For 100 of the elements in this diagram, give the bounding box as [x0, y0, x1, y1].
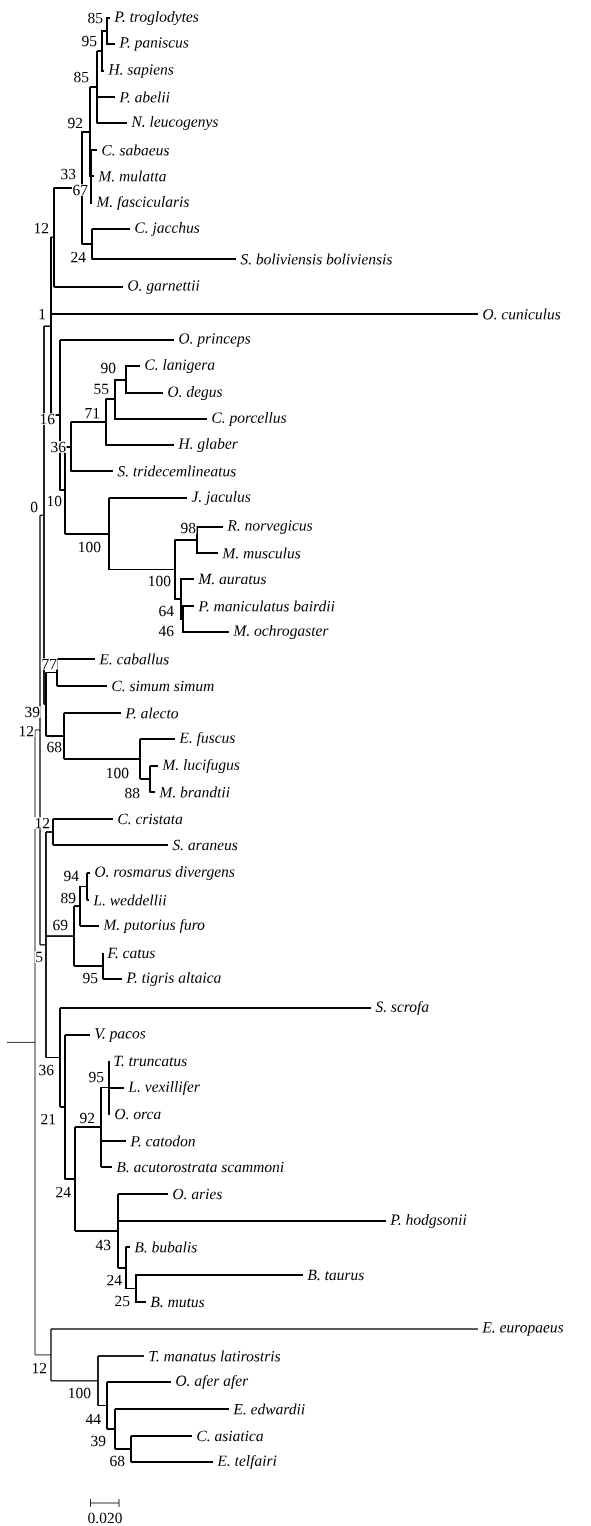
taxon-label: M. brandtii	[159, 786, 230, 798]
bootstrap-value: 95	[87, 1071, 105, 1083]
taxon-label: S. boliviensis boliviensis	[240, 253, 392, 265]
bootstrap-value: 21	[39, 1113, 57, 1125]
taxon-label: M. ochrogaster	[233, 625, 329, 640]
bootstrap-value: 12	[33, 817, 51, 829]
bootstrap-value: 67	[71, 184, 89, 196]
taxon-label: L. weddellii	[93, 894, 167, 906]
bootstrap-value: 92	[66, 117, 84, 129]
taxon-label: O. degus	[168, 386, 223, 401]
taxon-label: N. leucogenys	[131, 115, 218, 131]
taxon-label: P. catodon	[130, 1135, 195, 1147]
taxon-label: T. manatus latirostris	[149, 1350, 281, 1362]
taxon-label: C. simum simum	[112, 680, 214, 692]
taxon-label: C. cristata	[118, 813, 183, 825]
taxon-label: M. musculus	[222, 547, 301, 559]
bootstrap-value: 64	[157, 605, 175, 617]
taxon-label: E. caballus	[99, 653, 169, 665]
bootstrap-value: 94	[62, 870, 80, 882]
bootstrap-value: 77	[40, 658, 58, 670]
bootstrap-value: 39	[23, 706, 41, 718]
bootstrap-value: 85	[86, 12, 104, 24]
bootstrap-value: 24	[69, 251, 87, 263]
taxon-label: E. europaeus	[482, 1322, 564, 1336]
taxon-label: E. fuscus	[179, 731, 235, 747]
bootstrap-value: 36	[37, 1064, 55, 1076]
bootstrap-value: 100	[105, 767, 130, 779]
taxon-label: M. auratus	[198, 573, 266, 585]
taxon-label: B. taurus	[307, 1269, 364, 1281]
taxon-label: C. sabaeus	[102, 144, 169, 156]
bootstrap-value: 89	[59, 892, 77, 904]
bootstrap-value: 44	[84, 1413, 102, 1425]
taxon-label: T. truncatus	[114, 1055, 187, 1067]
bootstrap-value: 12	[30, 1362, 48, 1374]
bootstrap-value: 85	[72, 71, 90, 83]
taxon-label: M. mulatta	[98, 170, 166, 182]
bootstrap-value: 69	[51, 919, 69, 931]
taxon-label: M. fascicularis	[96, 195, 189, 211]
bootstrap-value: 95	[81, 972, 99, 984]
taxon-label: O. afer afer	[176, 1374, 249, 1390]
bootstrap-value: 12	[32, 222, 50, 234]
taxon-label: S. araneus	[172, 839, 238, 851]
taxon-label: L. vexillifer	[128, 1080, 200, 1096]
bootstrap-value: 71	[83, 407, 101, 419]
taxon-label: R. norvegicus	[227, 520, 313, 534]
bootstrap-value: 100	[147, 575, 172, 587]
taxon-label: O. aries	[173, 1188, 222, 1200]
taxon-label: J. jaculus	[191, 491, 251, 506]
taxon-label: O. orca	[115, 1108, 161, 1120]
taxon-label: P. tigris altaica	[126, 972, 221, 987]
taxon-label: O. cuniculus	[483, 308, 561, 320]
taxon-label: E. telfairi	[217, 1454, 277, 1470]
scale-label: 0.020	[88, 1512, 122, 1524]
bootstrap-value: 39	[89, 1435, 107, 1447]
taxon-label: V. pacos	[95, 1028, 146, 1042]
bootstrap-value: 90	[99, 362, 117, 374]
bootstrap-value: 24	[105, 1274, 123, 1286]
bootstrap-value: 100	[77, 541, 102, 553]
bootstrap-value: 16	[38, 413, 56, 425]
taxon-label: P. maniculatus bairdii	[198, 600, 335, 612]
taxon-label: O. princeps	[179, 333, 251, 347]
taxon-label: P. troglodytes	[114, 10, 199, 26]
taxon-label: H. glaber	[178, 438, 238, 453]
taxon-label: P. alecto	[125, 707, 179, 719]
taxon-label: C. asiatica	[197, 1430, 263, 1442]
taxon-label: F. catus	[107, 947, 155, 959]
bootstrap-value: 12	[17, 725, 35, 737]
bootstrap-value: 36	[49, 441, 67, 453]
bootstrap-value: 33	[59, 168, 77, 180]
bootstrap-value: 24	[54, 1186, 72, 1198]
taxon-label: S. scrofa	[375, 1000, 429, 1016]
taxon-label: C. lanigera	[145, 359, 215, 374]
taxon-label: C. jacchus	[135, 222, 200, 237]
bootstrap-value: 0	[29, 501, 39, 513]
bootstrap-value: 10	[45, 495, 63, 507]
bootstrap-value: 100	[67, 1387, 92, 1399]
bootstrap-value: 55	[92, 383, 110, 395]
taxon-label: O. garnettii	[128, 280, 200, 294]
taxon-label: M. putorius furo	[103, 918, 205, 934]
taxon-label: P. paniscus	[119, 37, 189, 51]
bootstrap-value: 5	[34, 951, 44, 963]
taxon-label: B. mutus	[150, 1296, 205, 1308]
taxon-label: P. hodgsonii	[390, 1213, 467, 1229]
bootstrap-value: 92	[78, 1112, 96, 1124]
taxon-label: S. tridecemlineatus	[117, 465, 236, 477]
taxon-label: P. abelii	[119, 91, 170, 103]
taxon-label: H. sapiens	[108, 64, 174, 78]
taxon-label: E. edwardii	[233, 1403, 305, 1415]
taxon-label: B. bubalis	[134, 1241, 197, 1253]
taxon-label: O. rosmarus divergens	[95, 866, 235, 881]
bootstrap-value: 46	[157, 625, 175, 637]
bootstrap-value: 95	[80, 35, 98, 47]
bootstrap-value: 98	[179, 522, 197, 534]
taxon-label: B. acutorostrata scammoni	[116, 1161, 284, 1173]
bootstrap-value: 43	[94, 1239, 112, 1251]
bootstrap-value: 68	[45, 741, 63, 753]
bootstrap-value: 68	[108, 1455, 126, 1467]
bootstrap-value: 1	[37, 308, 47, 320]
taxon-label: M. lucifugus	[162, 758, 240, 774]
taxon-label: C. porcellus	[212, 412, 287, 427]
